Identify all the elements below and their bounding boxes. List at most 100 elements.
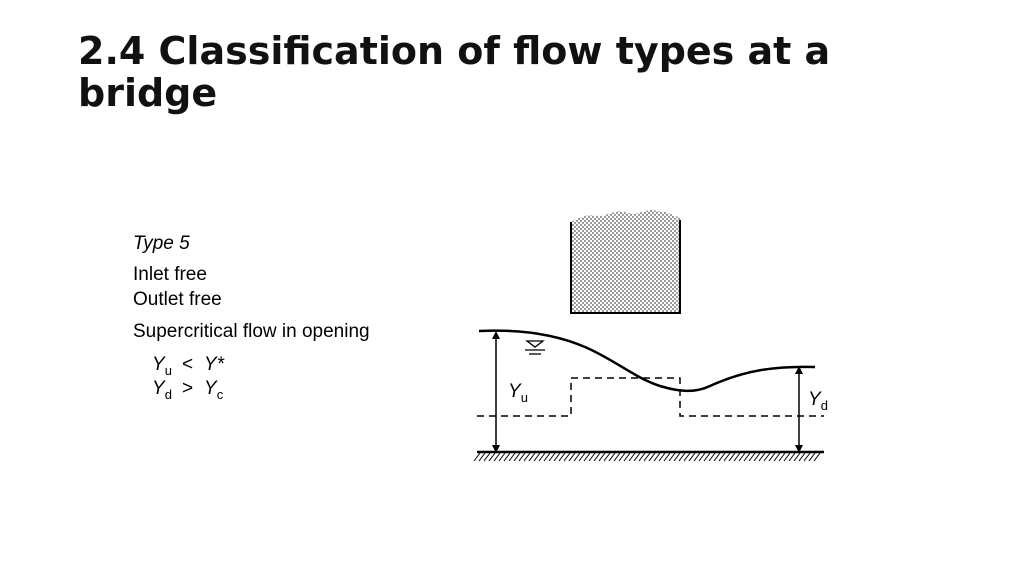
- critical-depth-line: [477, 377, 824, 417]
- legend: Type 5 Inlet free Outlet free Supercriti…: [133, 233, 370, 402]
- bed-hatch-line: [623, 452, 631, 462]
- yd-main: Y: [808, 389, 822, 410]
- bed-hatch-line: [628, 452, 636, 462]
- bed-hatch-line: [708, 452, 716, 462]
- bed-hatch-line: [743, 452, 751, 462]
- bed-hatch-line: [748, 452, 756, 462]
- yu-main: Y: [508, 381, 522, 402]
- bed-hatch-line: [688, 452, 696, 462]
- cond1-rhs: Y*: [204, 354, 225, 375]
- bed-hatch-line: [563, 452, 571, 462]
- bed-hatch-line: [608, 452, 616, 462]
- cond2-rhs-sub: c: [217, 387, 224, 402]
- bed-hatch-line: [528, 452, 536, 462]
- bed-hatch-line: [793, 452, 801, 462]
- bed-hatch-line: [703, 452, 711, 462]
- yu-label: Yu: [508, 381, 528, 405]
- bed-hatch-line: [693, 452, 701, 462]
- bed-hatch-line: [698, 452, 706, 462]
- bed-hatch-line: [473, 452, 481, 462]
- water-surface-symbol: [525, 340, 545, 355]
- bed-hatch-line: [533, 452, 541, 462]
- bed-hatch-line: [638, 452, 646, 462]
- bed-hatch-line: [783, 452, 791, 462]
- bed-hatch-line: [493, 452, 501, 462]
- svg-text:Yu<Y*: Yu < Y*: [152, 354, 225, 378]
- bed-hatch-line: [713, 452, 721, 462]
- bed-hatch-line: [613, 452, 621, 462]
- cond1-lhs-sub: u: [165, 363, 172, 378]
- bed-hatch-line: [813, 452, 821, 462]
- bed-hatch-line: [768, 452, 776, 462]
- bed-hatch-line: [588, 452, 596, 462]
- bed-hatch-line: [513, 452, 521, 462]
- condition-2: Yd > Yc: [152, 378, 224, 402]
- bed-hatch-line: [733, 452, 741, 462]
- bed-hatch-line: [498, 452, 506, 462]
- bed-hatch-line: [778, 452, 786, 462]
- bed-hatch-line: [758, 452, 766, 462]
- bed-hatch-line: [668, 452, 676, 462]
- bed-hatch-line: [573, 452, 581, 462]
- bed-hatch-line: [508, 452, 516, 462]
- bed-hatch-line: [798, 452, 806, 462]
- legend-outlet: Outlet free: [133, 289, 222, 310]
- bed-hatch-line: [683, 452, 691, 462]
- bed-hatch-line: [648, 452, 656, 462]
- legend-flow: Supercritical flow in opening: [133, 321, 370, 342]
- slide-title: 2.4 Classification of flow types at a br…: [78, 29, 831, 115]
- yu-sub: u: [521, 390, 528, 405]
- bed-hatch-line: [663, 452, 671, 462]
- bed-hatch-line: [723, 452, 731, 462]
- cond2-rhs: Y: [204, 378, 218, 399]
- yd-label: Yd: [808, 389, 828, 413]
- bed-hatch-line: [653, 452, 661, 462]
- bed-hatch-line: [538, 452, 546, 462]
- bed-hatch-line: [803, 452, 811, 462]
- bed-hatch-line: [583, 452, 591, 462]
- bed-hatch-line: [673, 452, 681, 462]
- cond1-op: <: [182, 354, 193, 375]
- bed-hatch-line: [633, 452, 641, 462]
- bed-hatch-line: [553, 452, 561, 462]
- bed-hatch-line: [618, 452, 626, 462]
- yd-sub: d: [821, 398, 828, 413]
- bed-hatch-line: [543, 452, 551, 462]
- bridge-deck: [570, 210, 681, 314]
- bed-hatch-line: [488, 452, 496, 462]
- bed-hatch-line: [643, 452, 651, 462]
- bed-hatch-line: [808, 452, 816, 462]
- bed-hatch-line: [503, 452, 511, 462]
- channel-bed: [473, 450, 824, 462]
- bed-hatch-line: [593, 452, 601, 462]
- bed-hatch-line: [738, 452, 746, 462]
- bed-hatch-line: [483, 452, 491, 462]
- bed-hatch-line: [578, 452, 586, 462]
- svg-text:Yd>Yc: Yd > Yc: [152, 378, 224, 402]
- bed-hatch-line: [518, 452, 526, 462]
- cond2-lhs: Y: [152, 378, 166, 399]
- cond1-lhs: Y: [152, 354, 166, 375]
- bed-hatch-line: [718, 452, 726, 462]
- cond2-lhs-sub: d: [165, 387, 172, 402]
- cond2-op: >: [182, 378, 193, 399]
- bed-hatch-line: [603, 452, 611, 462]
- bed-hatch-line: [788, 452, 796, 462]
- water-surface: [478, 329, 816, 393]
- bed-hatch-line: [658, 452, 666, 462]
- bed-hatch-line: [678, 452, 686, 462]
- bed-hatch-line: [558, 452, 566, 462]
- legend-type: Type 5: [133, 233, 190, 254]
- bed-hatch-line: [523, 452, 531, 462]
- bed-hatch-line: [568, 452, 576, 462]
- legend-inlet: Inlet free: [133, 264, 207, 285]
- bed-hatch-line: [773, 452, 781, 462]
- bed-hatch-line: [548, 452, 556, 462]
- bed-hatch-line: [478, 452, 486, 462]
- bed-hatch-line: [753, 452, 761, 462]
- bed-hatch-line: [598, 452, 606, 462]
- bed-hatch-line: [728, 452, 736, 462]
- bed-hatch-line: [763, 452, 771, 462]
- condition-1: Yu < Y*: [152, 354, 225, 378]
